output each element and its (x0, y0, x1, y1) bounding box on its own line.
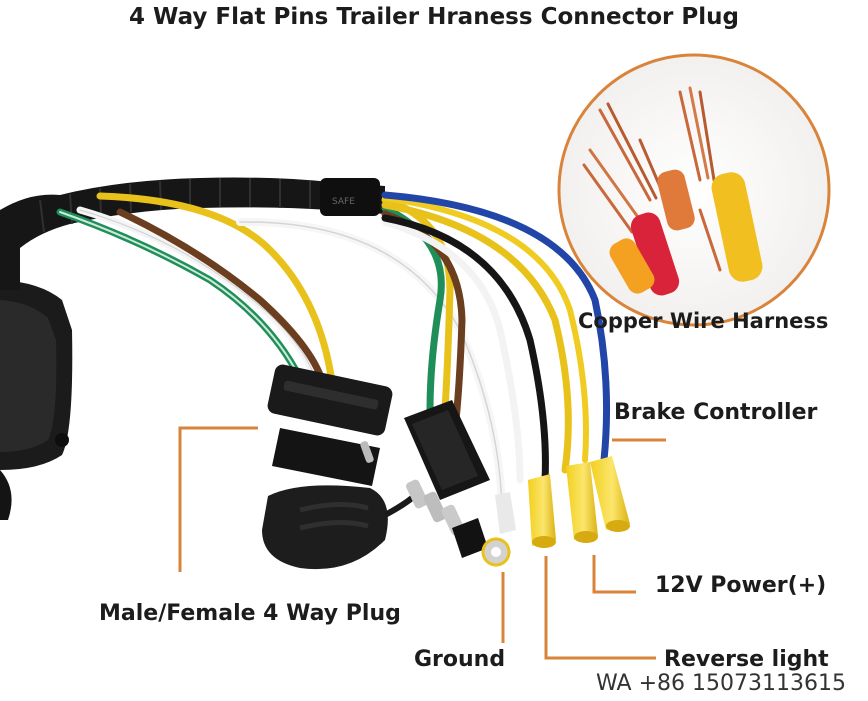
svg-text:SAFE: SAFE (332, 197, 355, 207)
female-4-way-plug (262, 364, 414, 570)
butt-connector-reverse (528, 474, 556, 548)
male-4-way-plug (404, 400, 490, 558)
copper-zoom-inset (557, 53, 831, 327)
label-12v-power: 12V Power(+) (655, 573, 827, 598)
label-male-female-plug: Male/Female 4 Way Plug (99, 601, 401, 626)
trailer-socket (0, 280, 73, 520)
leader-lines (178, 426, 666, 660)
butt-connector-brake (590, 456, 630, 532)
label-reverse-light: Reverse light (664, 647, 829, 672)
watermark-contact: WA +86 15073113615 (596, 671, 846, 696)
butt-connector-power (566, 462, 598, 543)
page-title: 4 Way Flat Pins Trailer Hraness Connecto… (129, 4, 739, 30)
label-brake-controller: Brake Controller (614, 400, 818, 425)
label-copper-wire-harness: Copper Wire Harness (578, 309, 829, 333)
wires (56, 191, 611, 514)
ring-terminal (481, 492, 516, 567)
wire-loom: SAFE (0, 177, 385, 290)
label-ground: Ground (414, 647, 506, 672)
